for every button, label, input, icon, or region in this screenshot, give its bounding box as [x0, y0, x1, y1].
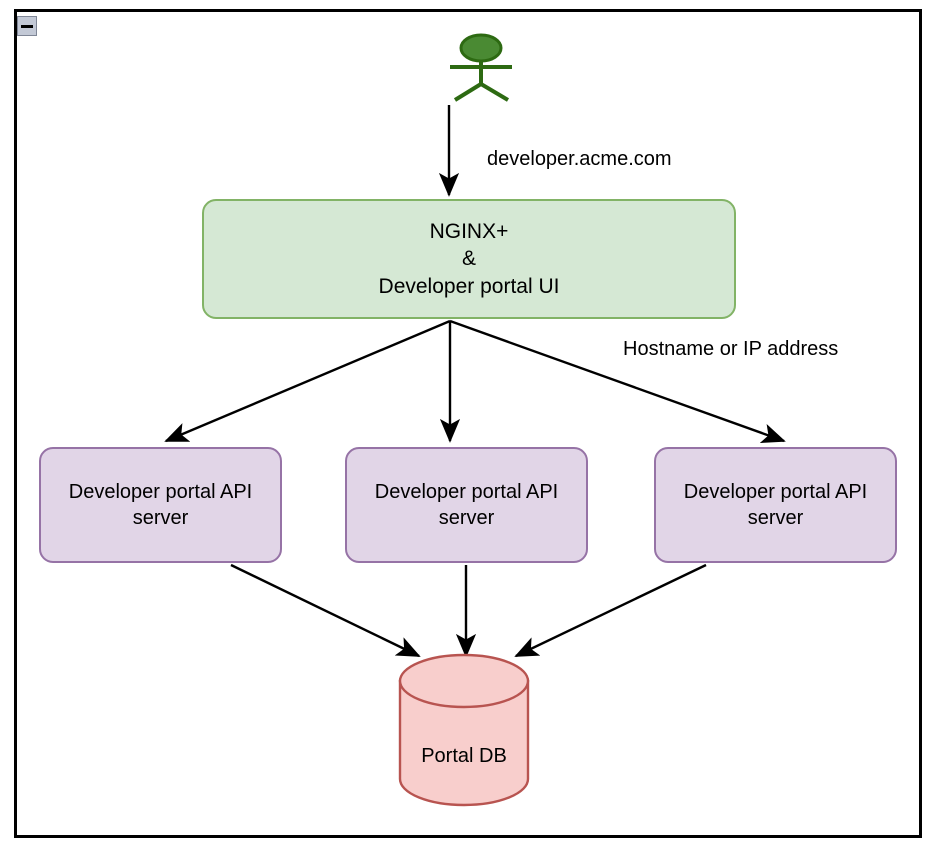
- edge-label-domain: developer.acme.com: [487, 148, 672, 170]
- node-nginx-label: NGINX+ & Developer portal UI: [378, 220, 560, 298]
- node-api-server-3[interactable]: Developer portal API server: [654, 447, 897, 563]
- node-nginx-developer-portal-ui[interactable]: NGINX+ & Developer portal UI: [202, 199, 736, 319]
- edge-nginx-to-api-1: [164, 319, 451, 443]
- node-api-server-2[interactable]: Developer portal API server: [345, 447, 588, 563]
- edge-label-hostname: Hostname or IP address: [623, 338, 839, 360]
- collapse-icon[interactable]: [17, 16, 37, 36]
- edge-nginx-to-api-3: [449, 319, 786, 444]
- edge-api-3-to-db: [514, 563, 707, 658]
- minus-glyph: [21, 24, 33, 28]
- node-api-server-2-label: Developer portal API server: [374, 481, 559, 529]
- portal-db-cylinder[interactable]: [398, 653, 530, 807]
- node-api-server-3-label: Developer portal API server: [683, 481, 868, 529]
- node-api-server-1[interactable]: Developer portal API server: [39, 447, 282, 563]
- edge-api-1-to-db: [230, 563, 421, 658]
- user-actor-icon: [450, 33, 512, 102]
- node-api-server-1-label: Developer portal API server: [68, 481, 253, 529]
